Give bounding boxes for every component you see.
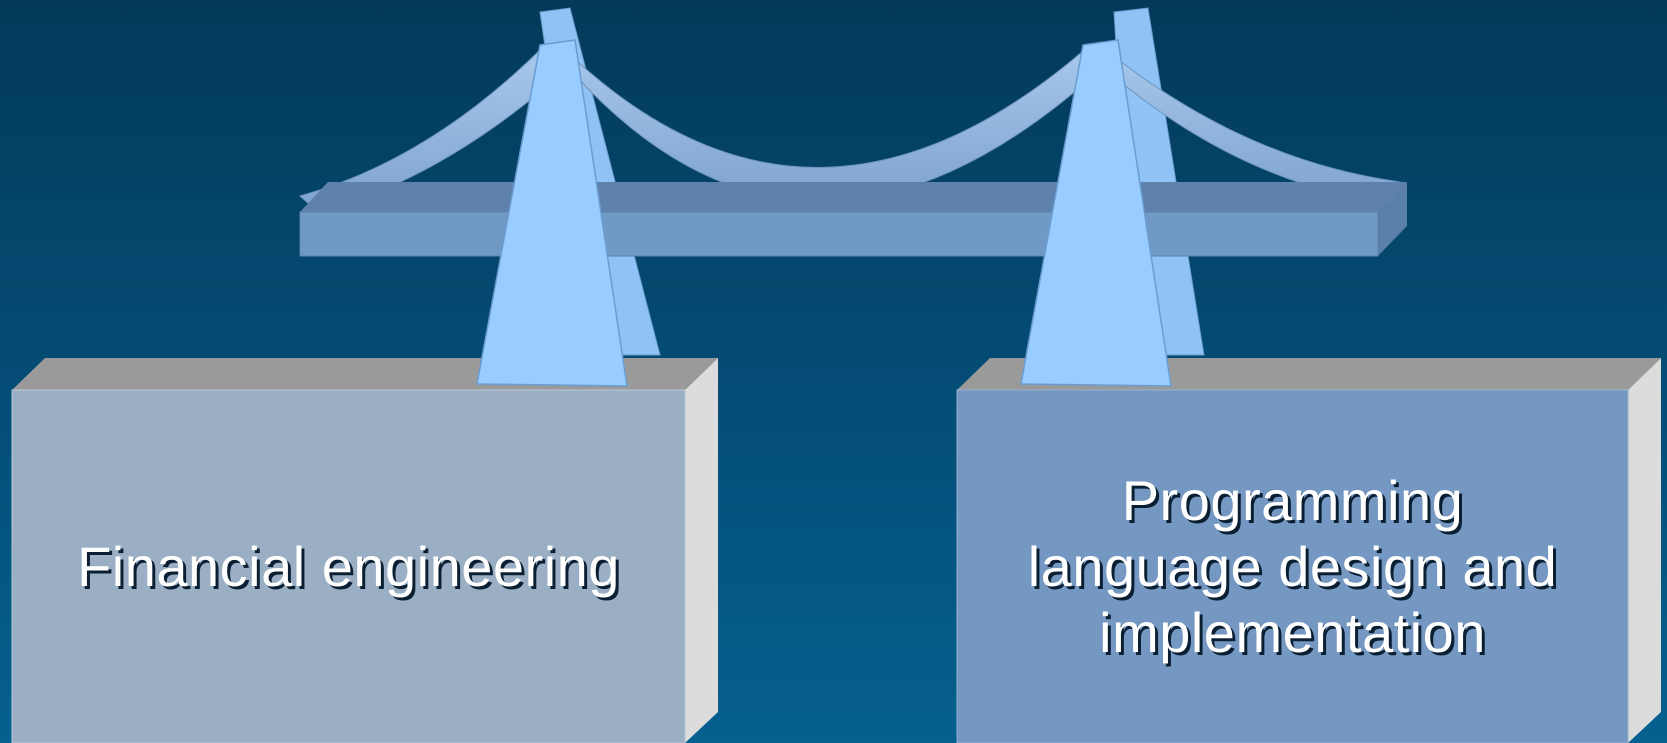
deck-front [299, 211, 1379, 257]
left-box-label-line: Financial engineering [77, 534, 620, 598]
right-box-label: Programming language design and implemen… [957, 390, 1628, 743]
bridge-deck [299, 182, 1407, 257]
right-box-face [956, 389, 1629, 743]
right-box-label-line: Programming [1121, 468, 1464, 532]
bridge-front-towers [476, 39, 1172, 387]
left-box-face [11, 389, 686, 743]
left-box-side [685, 358, 718, 743]
deck-top [300, 182, 1407, 212]
right-box-label-line: language design and [1027, 534, 1558, 598]
right-front-tower [1020, 39, 1172, 387]
right-box-side [1628, 358, 1661, 743]
left-box-label: Financial engineering [12, 390, 685, 743]
deck-end [1378, 182, 1407, 256]
main-span-cable [559, 44, 1101, 202]
left-front-tower [476, 39, 628, 387]
right-box-label-line: implementation [1099, 600, 1486, 664]
